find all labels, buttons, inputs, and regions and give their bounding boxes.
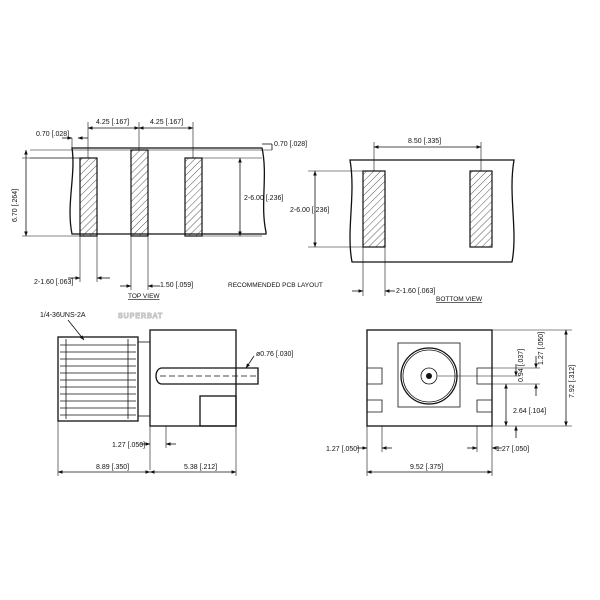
flange <box>149 329 237 427</box>
dim-425-b: 4.25 [.167] <box>150 119 183 126</box>
bottom-view-board-outline <box>349 159 515 263</box>
flange-foot <box>199 395 237 427</box>
dim-670: 6.70 [.264] <box>12 189 19 222</box>
dim-850: 8.50 [.335] <box>408 138 441 145</box>
dim-425-a: 4.25 [.167] <box>96 119 129 126</box>
top-view-pad-left <box>79 157 98 237</box>
pin-diameter: ø0.76 [.030] <box>256 351 293 358</box>
dim-127-side: 1.27 [.050] <box>112 442 145 449</box>
side-view: 1/4-36UNS-2A ø0.76 [.030] 1.27 [.050] 8.… <box>40 312 293 476</box>
dim-264: 2.64 [.104] <box>513 408 546 415</box>
dim-2x160-bottom: 2-1.60 [.063] <box>396 288 435 295</box>
dim-889: 8.89 [.350] <box>96 464 129 471</box>
thread-lines <box>60 339 136 419</box>
front-view: 1.27 [.050] 0.94 [.037] 7.92 [.312] 2.64… <box>326 329 576 476</box>
dim-538: 5.38 [.212] <box>184 464 217 471</box>
bottom-view-pad-right <box>469 170 493 248</box>
dim-127-front-left: 1.27 [.050] <box>326 446 359 453</box>
front-pin <box>426 373 432 379</box>
dim-094: 0.94 [.037] <box>518 349 525 382</box>
thread-label: 1/4-36UNS-2A <box>40 312 86 319</box>
dim-952: 9.52 [.375] <box>410 464 443 471</box>
front-body <box>366 329 493 427</box>
bottom-view-pad-left <box>362 170 386 248</box>
bottom-view-label: BOTTOM VIEW <box>436 296 483 303</box>
top-view-pad-right <box>184 157 203 237</box>
dim-2x600-bottom: 2-6.00 [.236] <box>290 207 329 214</box>
dim-792: 7.92 [.312] <box>569 365 576 398</box>
front-dielectric <box>420 367 438 385</box>
dim-070-right: 0.70 [.028] <box>274 141 307 148</box>
center-pin <box>155 367 259 385</box>
dim-127-front-top: 1.27 [.050] <box>538 332 545 365</box>
top-view: 0.70 [.028] 4.25 [.167] 4.25 [.167] 0.70… <box>12 119 307 300</box>
front-center-square <box>397 342 461 408</box>
dim-2x160-top: 2-1.60 [.063] <box>34 279 73 286</box>
top-view-label: TOP VIEW <box>128 293 160 300</box>
dim-127-front-right: 1.27 [.050] <box>496 446 529 453</box>
threaded-barrel <box>57 336 139 422</box>
dim-150: 1.50 [.059] <box>160 282 193 289</box>
top-view-board-outline <box>69 147 267 235</box>
watermark: SUPERBAT <box>118 313 163 320</box>
dim-2x600-top: 2-6.00 [.236] <box>244 195 283 202</box>
dim-070-left: 0.70 [.028] <box>36 131 69 138</box>
bottom-view: 8.50 [.335] 2-6.00 [.236] 2-1.60 [.063] … <box>290 138 515 303</box>
top-view-pad-center <box>130 149 149 237</box>
pcb-layout-caption: RECOMMENDED PCB LAYOUT <box>228 282 323 289</box>
